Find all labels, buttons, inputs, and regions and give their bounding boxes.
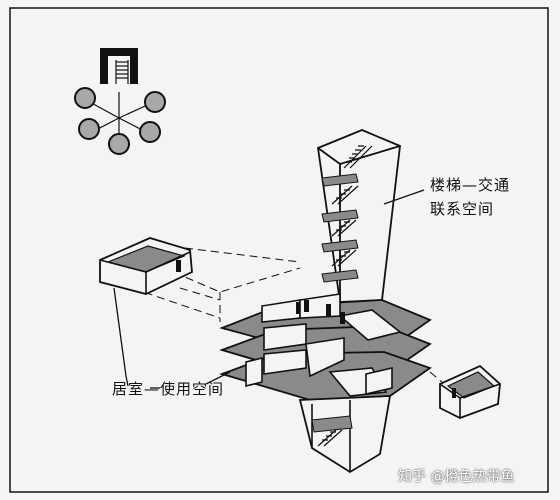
room-wall [365, 366, 393, 396]
room-wall [305, 337, 345, 378]
stair-flight [331, 145, 373, 267]
floor-stack [219, 293, 432, 401]
space-node [144, 91, 166, 113]
room-wall [263, 349, 307, 375]
watermark-text: 知乎 @橙色热带鱼 [398, 469, 515, 485]
stair-tower [317, 129, 401, 303]
space-node [108, 133, 130, 155]
room-wall [338, 309, 402, 341]
rooms-leader [113, 287, 129, 387]
rooms-label: 居室—使用空间 [112, 380, 225, 398]
space-node [74, 87, 96, 109]
stairs-label-line2: 联系空间 [430, 200, 495, 218]
space-node [78, 118, 100, 140]
stairs-leader [383, 189, 425, 205]
door-marks [296, 300, 345, 324]
lower-stair-shaft [298, 395, 392, 474]
stair-core-icon [100, 48, 138, 84]
stairs-label-line1: 楼梯—交通 [430, 176, 511, 194]
leader-lines [113, 189, 425, 389]
space-node [139, 121, 161, 143]
frame-border [9, 7, 549, 493]
left-room [99, 237, 193, 295]
rooms-leader [205, 371, 231, 385]
room-wall [245, 356, 263, 388]
right-room [439, 364, 501, 419]
radial-plan-icon [74, 48, 166, 155]
room-wall [261, 299, 301, 323]
